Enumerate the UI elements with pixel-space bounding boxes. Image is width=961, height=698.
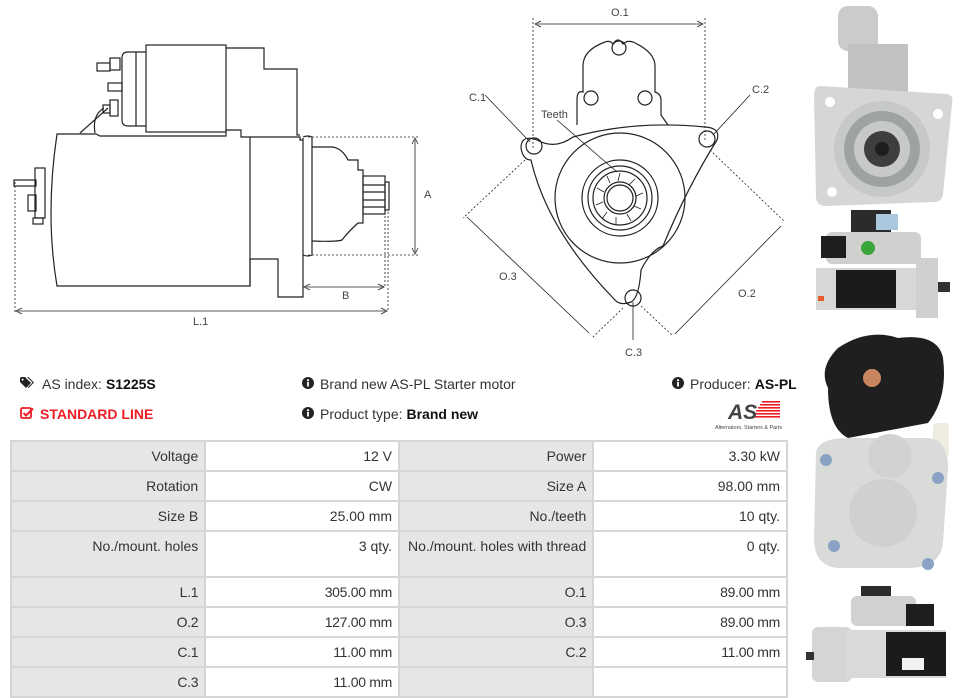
front-view-drawing: O.1 C.1 C.2 Teeth O.3 O.2 C.3	[462, 7, 786, 359]
spec-label: Voltage	[9, 440, 207, 472]
dimension-label-c2: C.2	[752, 84, 769, 96]
product-type-value: Brand new	[406, 406, 479, 422]
spec-label: L.1	[9, 576, 207, 608]
spec-label: O.1	[398, 576, 595, 608]
spec-label: O.3	[398, 606, 595, 638]
dimension-lines	[14, 136, 418, 312]
producer: Producer: AS-PL	[672, 376, 797, 392]
dimension-label-c3: C.3	[625, 347, 642, 359]
spec-value: 25.00 mm	[204, 500, 401, 532]
table-row: Rotation CW Size A 98.00 mm	[9, 470, 788, 502]
spec-label: Power	[398, 440, 595, 472]
spec-label: No./teeth	[398, 500, 595, 532]
dimension-lines	[462, 18, 786, 339]
dimension-label-o2: O.2	[738, 288, 756, 300]
info-circle-icon	[302, 376, 314, 392]
spec-label: No./mount. holes	[9, 530, 207, 578]
logo-mark: AS	[727, 401, 757, 424]
table-row: C.1 11.00 mm C.2 11.00 mm	[9, 636, 788, 668]
dimension-label-o1: O.1	[611, 7, 629, 19]
spec-table: Voltage 12 V Power 3.30 kW Rotation CW S…	[9, 440, 788, 698]
dimension-label-teeth: Teeth	[541, 109, 568, 121]
dimension-label-l1: L.1	[193, 316, 208, 328]
spec-value: 89.00 mm	[592, 576, 788, 608]
info-circle-icon	[302, 406, 314, 422]
spec-value: 11.00 mm	[204, 666, 401, 698]
flange-outline	[520, 39, 719, 307]
spec-value: 11.00 mm	[592, 636, 788, 668]
spec-value: 127.00 mm	[204, 606, 401, 638]
spec-label: No./mount. holes with thread	[398, 530, 595, 578]
spec-label: Size B	[9, 500, 207, 532]
as-index: AS index: S1225S	[20, 376, 156, 392]
side-view-drawing: A B L.1	[13, 44, 432, 328]
checkbox-checked-icon	[20, 406, 34, 422]
spec-value: 10 qty.	[592, 500, 788, 532]
logo-stripes	[752, 401, 780, 418]
as-index-value: S1225S	[105, 376, 156, 392]
side-view-photo-2[interactable]	[806, 582, 956, 690]
description-text: Brand new AS-PL Starter motor	[320, 376, 516, 392]
spec-label-empty	[398, 666, 595, 698]
dimension-arrows	[466, 20, 782, 340]
logo-tagline: Alternators, Starters & Parts	[715, 425, 782, 431]
as-pl-logo[interactable]: AS Alternators, Starters & Parts	[712, 398, 794, 432]
table-row: Voltage 12 V Power 3.30 kW	[9, 440, 788, 472]
as-index-label: AS index:	[42, 376, 102, 392]
spec-label: Size A	[398, 470, 595, 502]
spec-value: 12 V	[204, 440, 401, 472]
product-line-badge: STANDARD LINE	[20, 406, 153, 422]
table-row: No./mount. holes 3 qty. No./mount. holes…	[9, 530, 788, 578]
spec-label: C.3	[9, 666, 207, 698]
spec-value: 305.00 mm	[204, 576, 401, 608]
starter-outline	[13, 44, 390, 298]
spec-label: O.2	[9, 606, 207, 638]
dimension-label-o3: O.3	[499, 271, 517, 283]
spec-value: 11.00 mm	[204, 636, 401, 668]
dimension-label-a: A	[424, 189, 432, 201]
product-line-label: STANDARD LINE	[40, 406, 154, 422]
producer-value: AS-PL	[754, 376, 797, 392]
producer-label: Producer:	[690, 376, 751, 392]
spec-value: 3.30 kW	[592, 440, 788, 472]
front-view-photo[interactable]	[808, 4, 956, 209]
description: Brand new AS-PL Starter motor	[302, 376, 516, 392]
product-type: Product type: Brand new	[302, 406, 478, 422]
spec-value: 89.00 mm	[592, 606, 788, 638]
info-circle-icon	[672, 376, 684, 392]
table-row: L.1 305.00 mm O.1 89.00 mm	[9, 576, 788, 608]
spec-label: C.1	[9, 636, 207, 668]
dimension-label-b: B	[342, 290, 349, 302]
product-type-label: Product type:	[320, 406, 403, 422]
rear-view-photo[interactable]	[808, 328, 956, 578]
table-row: Size B 25.00 mm No./teeth 10 qty.	[9, 500, 788, 532]
spec-value: 3 qty.	[204, 530, 401, 578]
spec-label: C.2	[398, 636, 595, 668]
side-view-photo[interactable]	[806, 208, 956, 323]
spec-value-empty	[592, 666, 788, 698]
dimension-label-c1: C.1	[469, 92, 486, 104]
dimension-arrows	[15, 137, 419, 315]
table-row: C.3 11.00 mm	[9, 666, 788, 698]
spec-value: 0 qty.	[592, 530, 788, 578]
spec-value: CW	[204, 470, 401, 502]
spec-label: Rotation	[9, 470, 207, 502]
spec-value: 98.00 mm	[592, 470, 788, 502]
pinion-teeth	[595, 172, 644, 225]
table-row: O.2 127.00 mm O.3 89.00 mm	[9, 606, 788, 638]
tags-icon	[20, 376, 36, 392]
